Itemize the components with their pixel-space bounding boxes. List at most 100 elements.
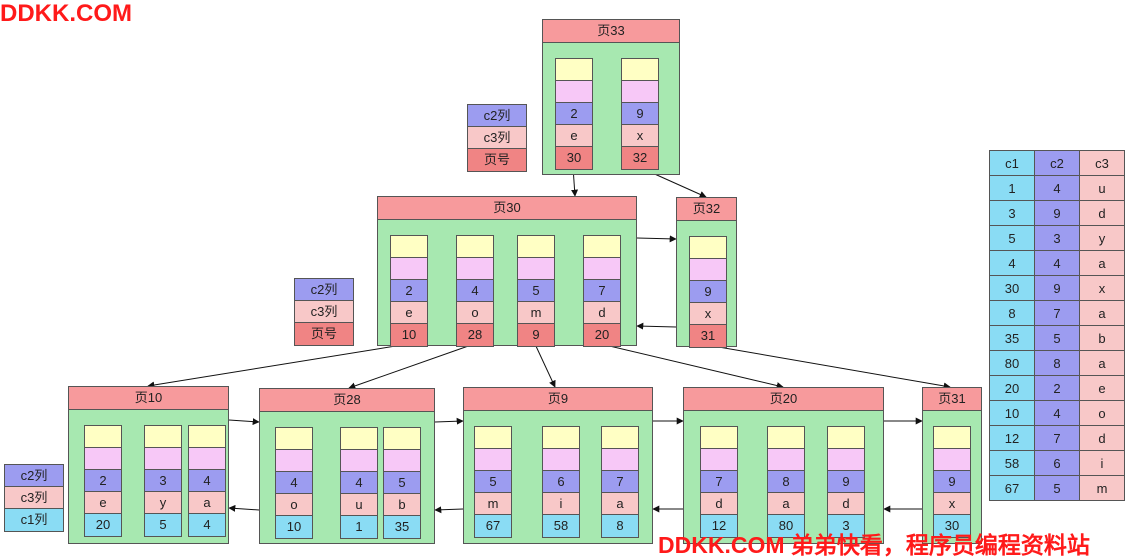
table-cell: 5 [1034,475,1080,501]
record-c3-cell: a [602,493,638,515]
page-title: 页10 [69,387,228,410]
table-cell: b [1079,325,1125,351]
table-cell: 5 [1034,325,1080,351]
legend-item: c3列 [468,127,526,149]
record-header-cell [145,426,181,448]
record-c2-cell: 9 [828,471,864,493]
table-cell: a [1079,250,1125,276]
record-c3-cell: b [384,494,420,516]
record-page-no-cell: 20 [584,324,620,346]
record-info-cell [622,81,658,103]
table-cell: 9 [1034,200,1080,226]
record-c3-cell: y [145,492,181,514]
record-c1-cell: 80 [768,515,804,537]
record-c3-cell: x [934,493,970,515]
child-pointer-arrow-16 [534,343,556,388]
record-header-cell [934,427,970,449]
table-cell: 35 [989,325,1035,351]
record-c3-cell: o [457,302,493,324]
legend-item: c1列 [5,509,63,531]
record-c3-cell: m [518,302,554,324]
table-cell: x [1079,275,1125,301]
record-c1-cell: 67 [475,515,511,537]
table-cell: 10 [989,400,1035,426]
legend-item: c2列 [295,279,353,301]
watermark-bottom: DDKK.COM 弟弟快看，程序员编程资料站 [658,532,1090,558]
record-header-cell [690,237,726,259]
record-c2-cell: 3 [145,470,181,492]
table-cell: 7 [1034,425,1080,451]
table-cell: 67 [989,475,1035,501]
record-c3-cell: e [556,125,592,147]
record-header-cell [701,427,737,449]
table-cell: a [1079,300,1125,326]
legend-item: c3列 [5,487,63,509]
record-c2-cell: 2 [556,103,592,125]
record-header-cell [391,236,427,258]
table-cell: 4 [989,250,1035,276]
record-info-cell [828,449,864,471]
table-cell: 30 [989,275,1035,301]
record-info-cell [457,258,493,280]
record-header-cell [276,428,312,450]
table-cell: d [1079,425,1125,451]
record-page-no-cell: 31 [690,325,726,347]
record-c3-cell: e [391,302,427,324]
record-info-cell [475,449,511,471]
record-c1-cell: 12 [701,515,737,537]
record-info-cell [602,449,638,471]
child-pointer-arrow-17 [600,343,784,389]
child-pointer-arrow-14 [147,343,409,389]
next-page-arrow-21 [228,418,260,426]
record-c2-cell: 5 [475,471,511,493]
record-info-cell [85,448,121,470]
child-pointer-arrow-18 [706,344,951,390]
record-page-no-cell: 32 [622,147,658,169]
record-c1-cell: 1 [341,516,377,538]
table-cell: 5 [989,225,1035,251]
record-header-cell [622,59,658,81]
record-c2-cell: 9 [934,471,970,493]
record-c2-cell: 2 [391,280,427,302]
table-cell: a [1079,350,1125,376]
record-c2-cell: 6 [543,471,579,493]
watermark-top-text: DDKK.COM [0,0,132,27]
table-cell: o [1079,400,1125,426]
record-header-cell [189,426,225,448]
record-page-no-cell: 30 [556,147,592,169]
record-header-cell [556,59,592,81]
table-header-c1: c1 [989,150,1035,176]
table-cell: 4 [1034,250,1080,276]
page-title: 页33 [543,20,679,43]
record-info-cell [701,449,737,471]
table-cell: 3 [1034,225,1080,251]
table-cell: 6 [1034,450,1080,476]
record-header-cell [543,427,579,449]
table-cell: 4 [1034,400,1080,426]
record-c1-cell: 35 [384,516,420,538]
record-info-cell [276,450,312,472]
record-info-cell [189,448,225,470]
table-cell: 1 [989,175,1035,201]
table-cell: 8 [1034,350,1080,376]
legend-item: 页号 [468,149,526,171]
record-info-cell [145,448,181,470]
